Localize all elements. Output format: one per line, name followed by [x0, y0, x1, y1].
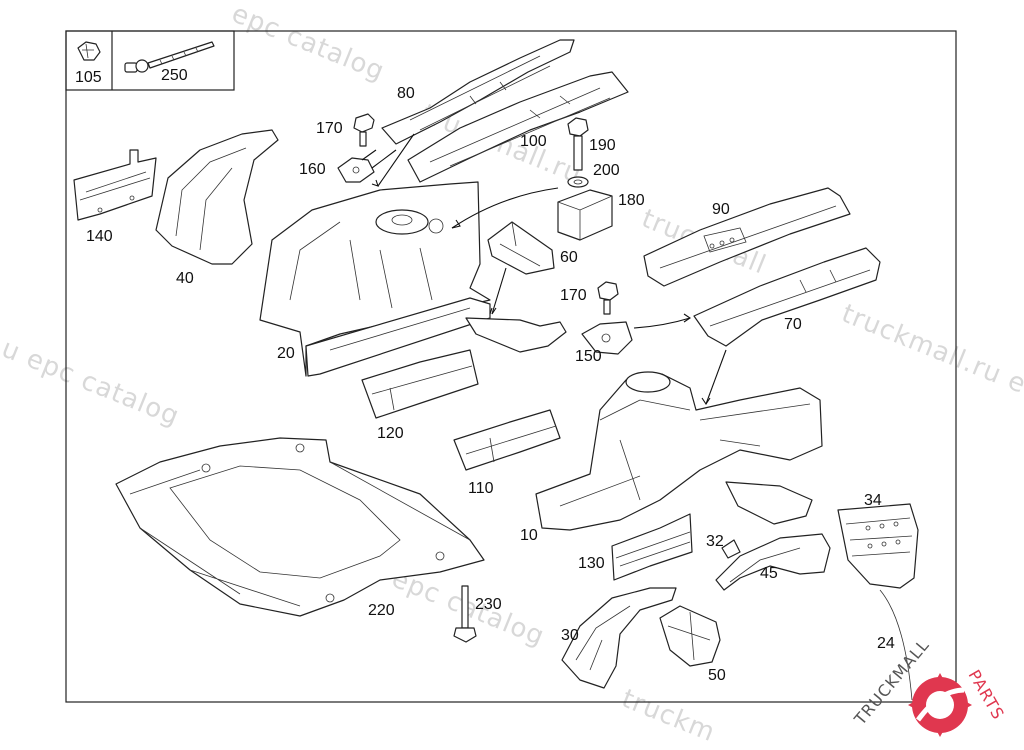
- part-60-bracket: [487, 221, 555, 275]
- callout-50: 50: [708, 667, 726, 684]
- part-45-arch: [715, 533, 831, 591]
- part-230-bolt: [453, 585, 477, 643]
- part-170-bolt: [353, 113, 375, 147]
- callout-10: 10: [520, 527, 538, 544]
- part-80-rail: [381, 39, 575, 145]
- part-100-rail: [407, 71, 629, 183]
- callout-170-b: 170: [560, 287, 587, 304]
- gear-logo-icon: [908, 673, 972, 737]
- callout-200: 200: [593, 162, 620, 179]
- part-220-subframe: [115, 437, 485, 617]
- callout-32: 32: [706, 533, 724, 550]
- bolt-icon: [124, 41, 215, 73]
- brand-text-accent: PARTS: [965, 667, 1009, 724]
- callout-30: 30: [561, 627, 579, 644]
- brand-logo: TRUCKMALL PARTS: [850, 635, 1008, 737]
- callout-20: 20: [277, 345, 295, 362]
- part-110-member: [453, 409, 561, 471]
- callout-110: 110: [468, 480, 494, 497]
- callout-90: 90: [712, 201, 730, 218]
- part-30-apron: [561, 587, 677, 689]
- watermark-text: epc catalog: [227, 0, 388, 87]
- part-40-wheelhouse: [155, 129, 279, 265]
- part-170-bolt-b: [597, 281, 619, 315]
- diagram-frame: [65, 30, 957, 703]
- callout-60: 60: [560, 249, 578, 266]
- legend-label-250: 250: [161, 67, 188, 84]
- part-90-rail: [643, 187, 851, 287]
- part-150-bracket: [581, 321, 633, 355]
- part-32-clip: [721, 539, 741, 559]
- part-160-bracket: [337, 157, 375, 183]
- part-200-washer: [567, 176, 589, 188]
- legend-label-105: 105: [75, 69, 102, 86]
- part-50-bracket: [659, 605, 721, 667]
- callout-24: 24: [877, 635, 895, 652]
- legend-box: 105 250: [65, 30, 235, 91]
- part-130-panel: [611, 513, 693, 581]
- callout-40: 40: [176, 270, 194, 287]
- callout-140: 140: [86, 228, 113, 245]
- part-70-rail: [693, 247, 881, 347]
- part-20-front-structure: [259, 181, 491, 377]
- part-10-lower-bracket: [725, 481, 813, 525]
- part-190-bolt: [567, 117, 589, 171]
- callout-45: 45: [760, 565, 778, 582]
- callout-170: 170: [316, 120, 343, 137]
- callout-70: 70: [784, 316, 802, 333]
- part-180-block: [557, 189, 613, 241]
- callout-labels: 80 170 160 100 190 200 180 140 40 60 90 …: [86, 85, 895, 684]
- part-20-floor-extension: [465, 317, 567, 353]
- clip-icon: [77, 41, 101, 61]
- callout-160: 160: [299, 161, 326, 178]
- part-10-front-structure: [535, 371, 823, 531]
- callout-80: 80: [397, 85, 415, 102]
- leader-lines: [361, 133, 727, 405]
- watermark-text: truckmall.ru e: [837, 299, 1024, 400]
- part-34-panel: [837, 503, 919, 589]
- watermark-text: u epc catalog: [0, 334, 184, 433]
- callout-230: 230: [475, 596, 502, 613]
- callout-120: 120: [377, 425, 404, 442]
- callout-180: 180: [618, 192, 645, 209]
- part-24-seal-line: [879, 589, 913, 701]
- callout-34: 34: [864, 492, 882, 509]
- callout-130: 130: [578, 555, 605, 572]
- watermark-text: truckm: [617, 684, 719, 749]
- callout-100: 100: [520, 133, 547, 150]
- part-140-panel: [73, 149, 157, 221]
- callout-190: 190: [589, 137, 616, 154]
- callout-220: 220: [368, 602, 395, 619]
- callout-150: 150: [575, 348, 602, 365]
- part-120-crossmember: [361, 349, 479, 419]
